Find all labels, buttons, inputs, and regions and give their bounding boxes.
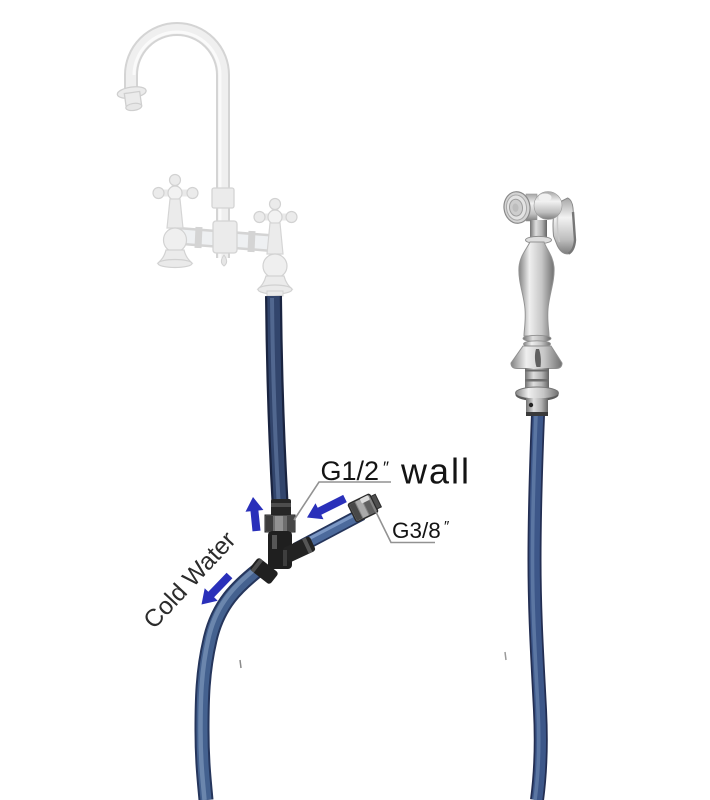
svg-text:″: ″ xyxy=(444,518,450,535)
svg-text:wall: wall xyxy=(400,451,471,492)
svg-text:G3/8: G3/8 xyxy=(392,518,441,543)
svg-text:G1/2: G1/2 xyxy=(321,456,380,486)
svg-text:″: ″ xyxy=(383,458,389,477)
